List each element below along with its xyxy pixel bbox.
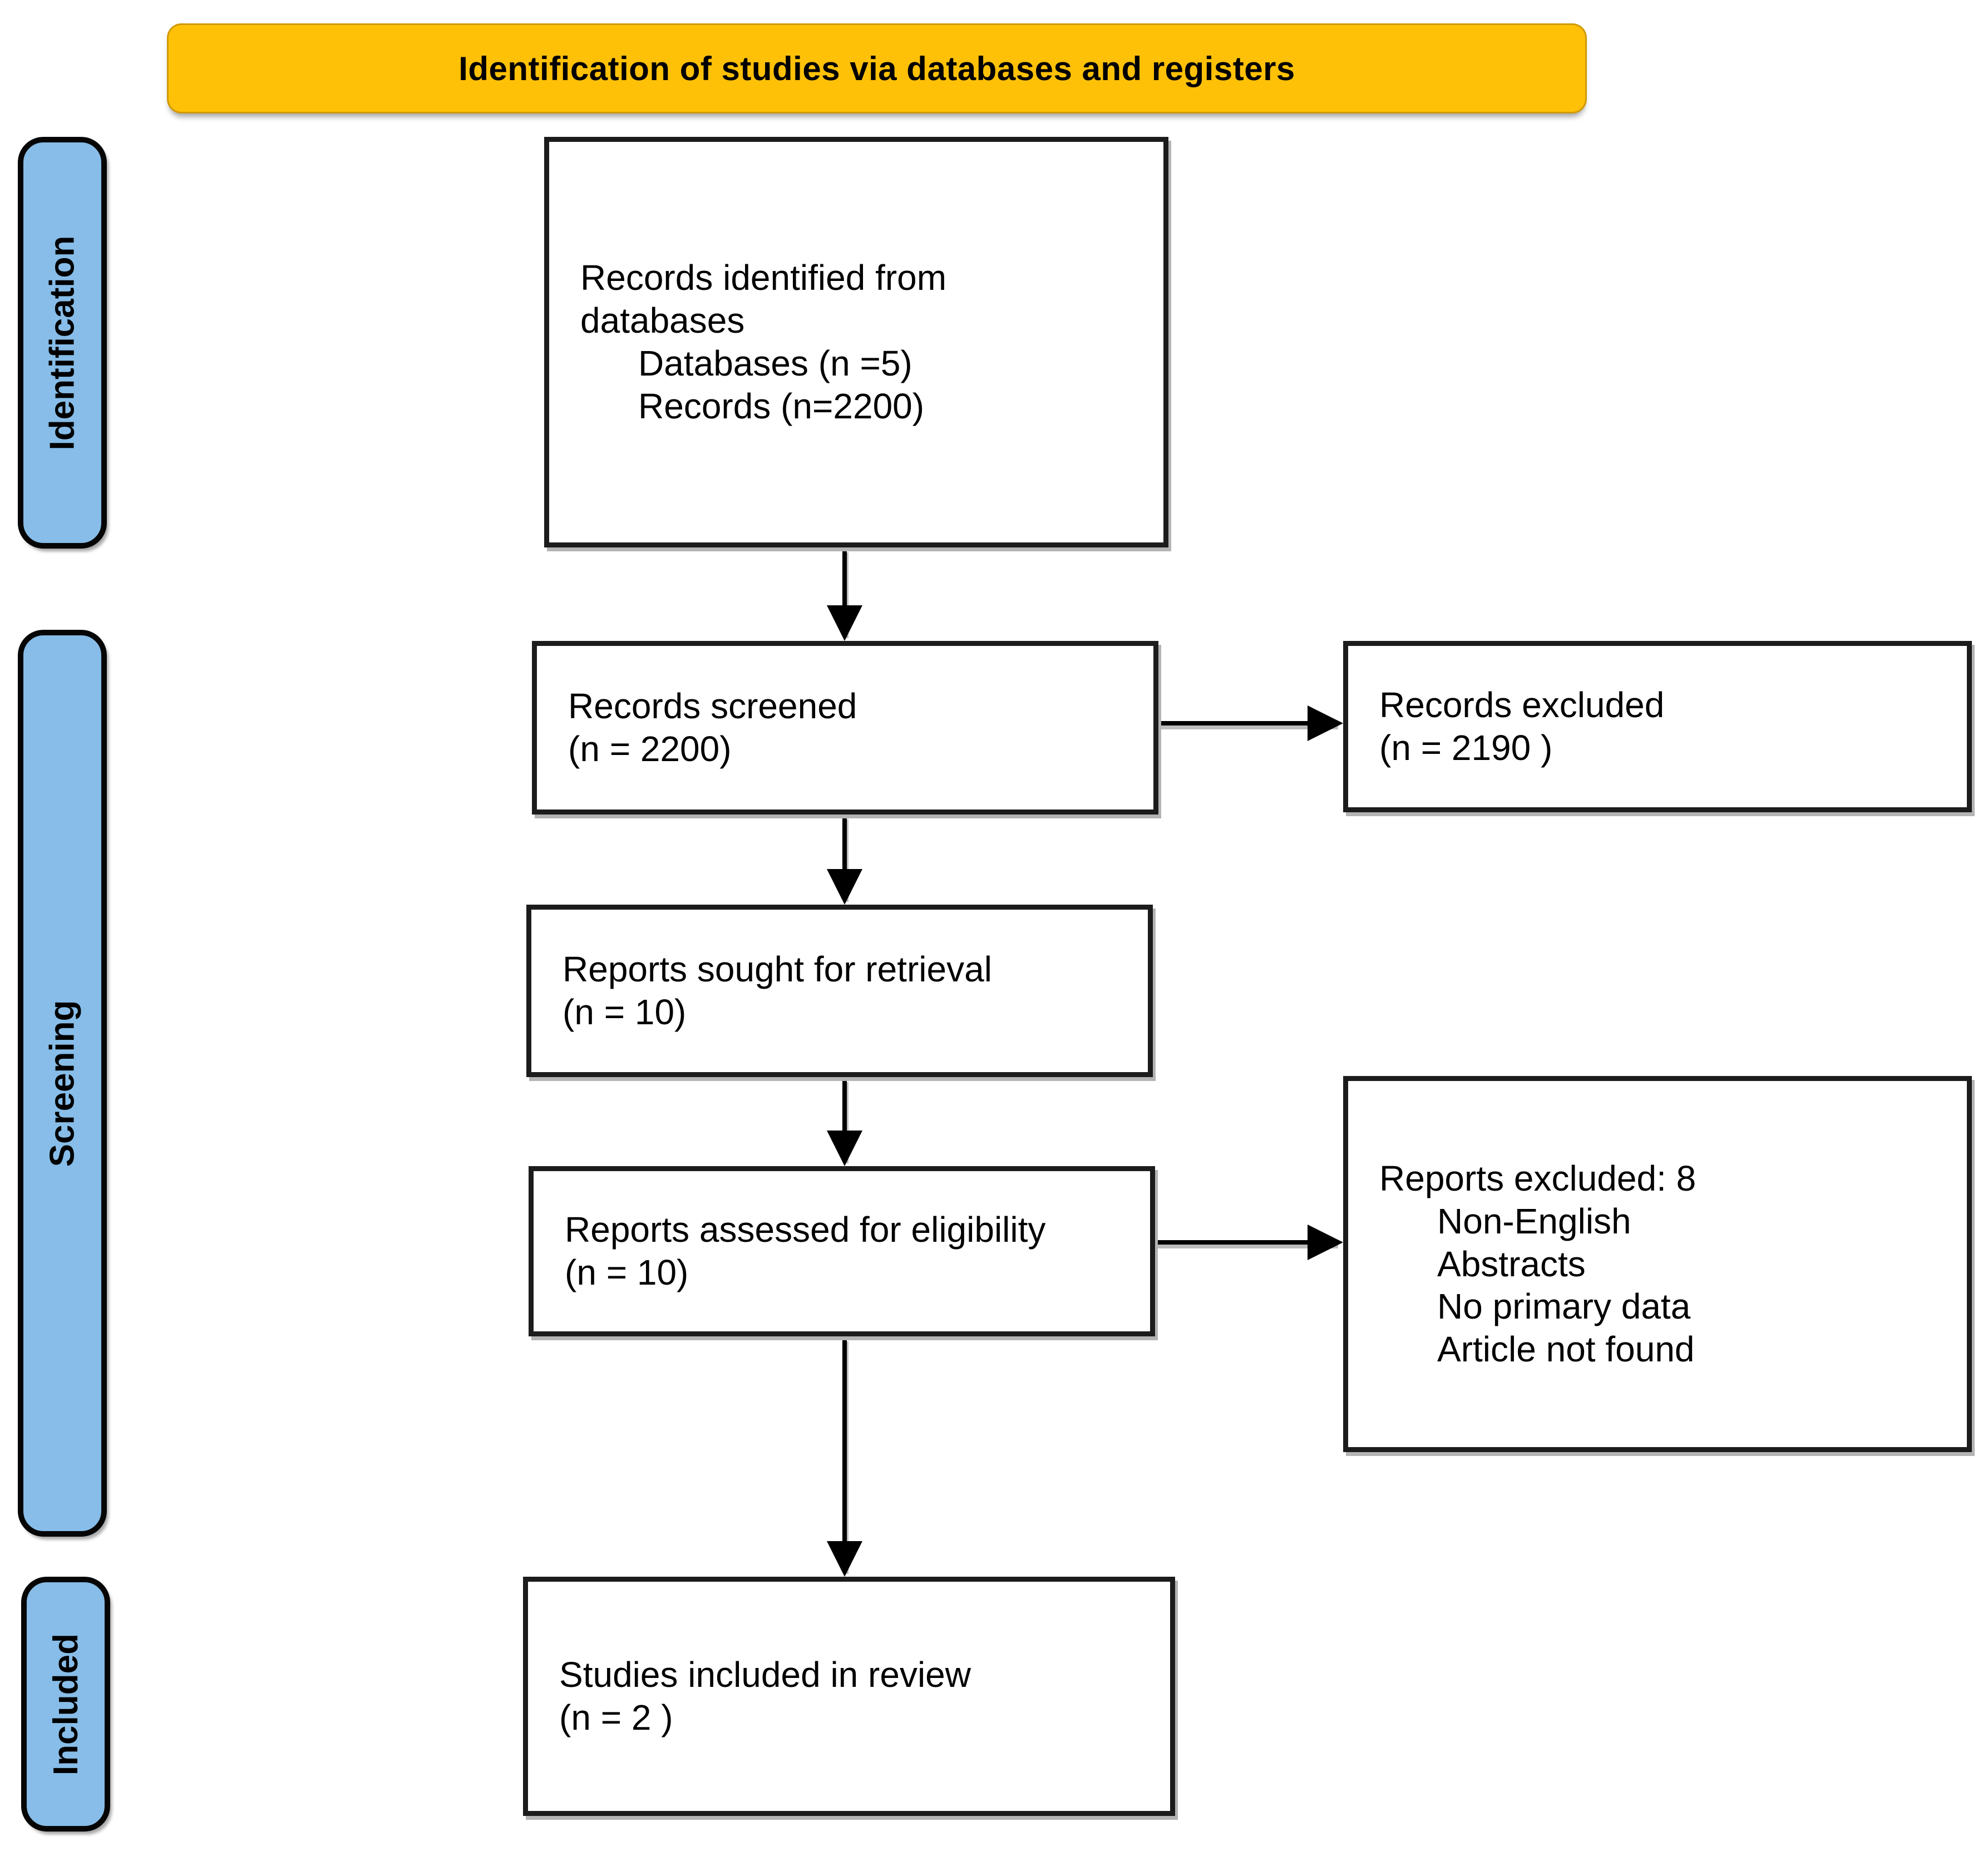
flow-box-records-screened: Records screened (n = 2200) <box>532 641 1158 815</box>
box-text-line: Reports sought for retrieval <box>563 949 992 990</box>
box-text-line: Reports excluded: 8 <box>1379 1158 1696 1198</box>
flow-box-reports-sought: Reports sought for retrieval (n = 10) <box>526 905 1153 1077</box>
box-text-line: Studies included in review <box>559 1655 971 1695</box>
stage-label-identification: Identification <box>43 235 82 450</box>
box-text-line: Records identified from <box>580 258 947 298</box>
box-text-line: Non-English <box>1437 1201 1631 1241</box>
box-text-line: databases <box>580 300 745 341</box>
stage-bar-screening: Screening <box>18 630 107 1537</box>
stage-bar-identification: Identification <box>18 137 107 549</box>
stage-label-screening: Screening <box>43 1000 82 1167</box>
box-text-line: (n = 2 ) <box>559 1697 673 1738</box>
flow-box-records-identified: Records identified from databases Databa… <box>544 137 1168 547</box>
box-text-line: Abstracts <box>1437 1243 1586 1284</box>
box-text-line: Records excluded <box>1379 685 1665 725</box>
page-title: Identification of studies via databases … <box>458 50 1295 87</box>
flow-box-reports-assessed: Reports assessed for eligibility (n = 10… <box>529 1166 1155 1336</box>
flow-box-reports-excluded: Reports excluded: 8 Non-English Abstract… <box>1343 1076 1972 1452</box>
flow-box-records-excluded: Records excluded (n = 2190 ) <box>1343 641 1972 812</box>
box-text-line: Article not found <box>1437 1329 1695 1370</box>
box-text-line: (n = 2200) <box>568 729 732 769</box>
box-text-line: (n = 10) <box>563 992 687 1032</box>
box-text-line: (n = 2190 ) <box>1379 728 1553 768</box>
stage-label-included: Included <box>46 1633 85 1775</box>
box-text-line: Records (n=2200) <box>638 386 925 426</box>
flow-box-studies-included: Studies included in review (n = 2 ) <box>523 1577 1175 1816</box>
box-text-line: (n = 10) <box>565 1252 689 1292</box>
box-text-line: Records screened <box>568 686 857 727</box>
stage-bar-included: Included <box>21 1577 110 1832</box>
box-text-line: No primary data <box>1437 1286 1691 1327</box>
box-text-line: Reports assessed for eligibility <box>565 1210 1046 1250</box>
header-banner: Identification of studies via databases … <box>167 23 1587 113</box>
box-text-line: Databases (n =5) <box>638 343 912 383</box>
